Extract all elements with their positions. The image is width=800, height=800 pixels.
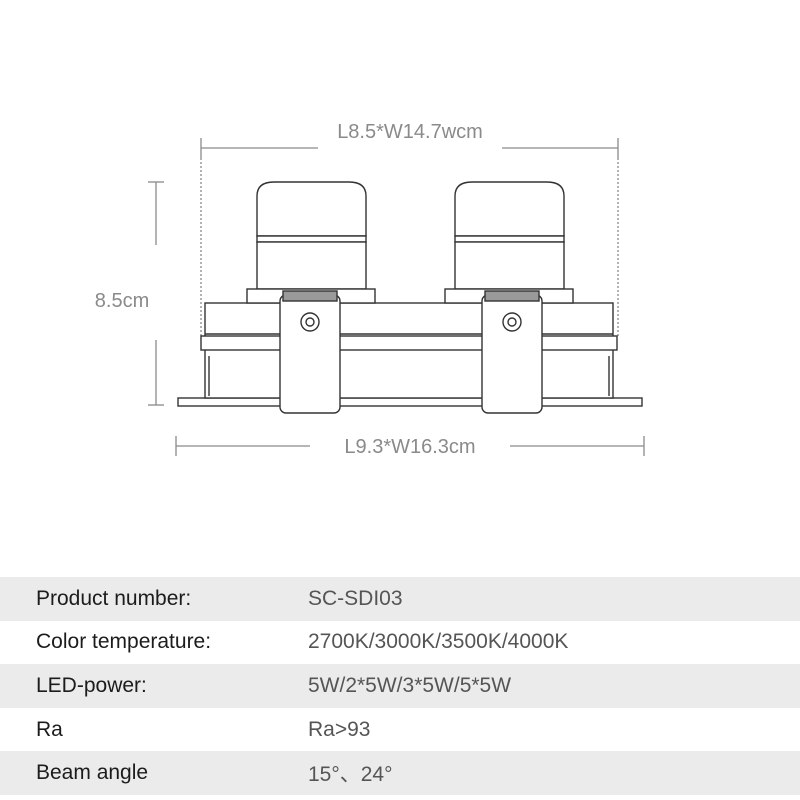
top-dimension: [200, 138, 619, 338]
spec-value: 5W/2*5W/3*5W/5*5W: [308, 673, 512, 697]
bottom-dimension-label: L9.3*W16.3cm: [344, 436, 475, 458]
spec-label: Product number:: [36, 586, 192, 610]
top-dimension-label: L8.5*W14.7wcm: [337, 121, 483, 143]
spec-row: Color temperature: 2700K/3000K/3500K/400…: [0, 620, 800, 665]
lamp-module-left: [246, 181, 376, 414]
spec-label: Ra: [36, 717, 63, 741]
bottom-dimension: [175, 436, 645, 456]
spec-value: Ra>93: [308, 717, 371, 741]
spec-label: LED-power:: [36, 673, 147, 697]
spec-value: 2700K/3000K/3500K/4000K: [308, 630, 569, 654]
height-dimension: [148, 181, 164, 406]
spec-row: Beam angle 15°、24°: [0, 751, 800, 795]
spec-label: Beam angle: [36, 761, 149, 785]
spec-row: LED-power: 5W/2*5W/3*5W/5*5W: [0, 664, 800, 708]
fixture-outline: [177, 181, 643, 414]
spec-row: Ra Ra>93: [0, 707, 800, 752]
spec-value: SC-SDI03: [308, 586, 403, 610]
spec-table: Product number: SC-SDI03 Color temperatu…: [0, 577, 800, 795]
lamp-module-right: [444, 181, 574, 414]
height-dimension-label: 8.5cm: [95, 290, 149, 312]
product-dimension-drawing: L8.5*W14.7wcm 8.5cm L9.3*W16.3cm: [95, 121, 645, 458]
spec-row: Product number: SC-SDI03: [0, 577, 800, 621]
spec-value: 15°、24°: [308, 763, 393, 787]
spec-label: Color temperature:: [36, 630, 212, 654]
